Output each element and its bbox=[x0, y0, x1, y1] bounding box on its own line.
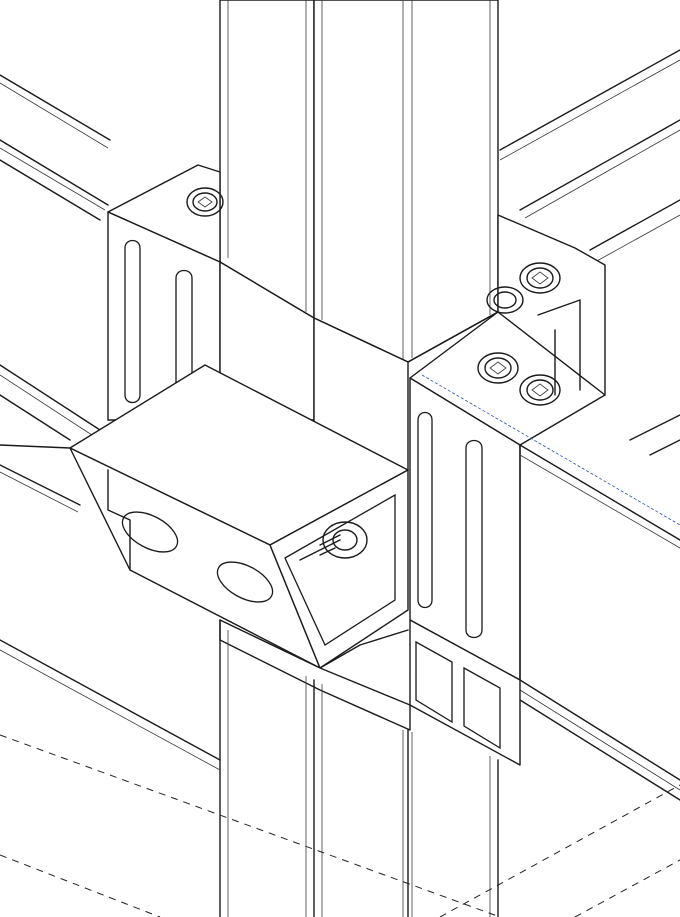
screw-head-icon bbox=[519, 262, 561, 294]
hidden-lines bbox=[0, 734, 680, 917]
screw-head-icon bbox=[186, 187, 224, 217]
left-lower-profile bbox=[0, 444, 221, 771]
right-lower-profile bbox=[519, 444, 680, 801]
screw-head-icon bbox=[519, 374, 561, 406]
vertical-profile-lower bbox=[219, 619, 499, 917]
vertical-profile-upper bbox=[219, 0, 499, 363]
screw-head-icon bbox=[477, 352, 519, 384]
connector-right-ear bbox=[409, 214, 606, 681]
left-upper-profile bbox=[0, 74, 111, 441]
angled-box bbox=[69, 364, 409, 669]
connector-lower-body bbox=[219, 619, 521, 766]
connector-left-ear bbox=[107, 164, 224, 421]
screw-head-icon bbox=[322, 521, 368, 559]
right-upper-profile bbox=[499, 49, 680, 456]
